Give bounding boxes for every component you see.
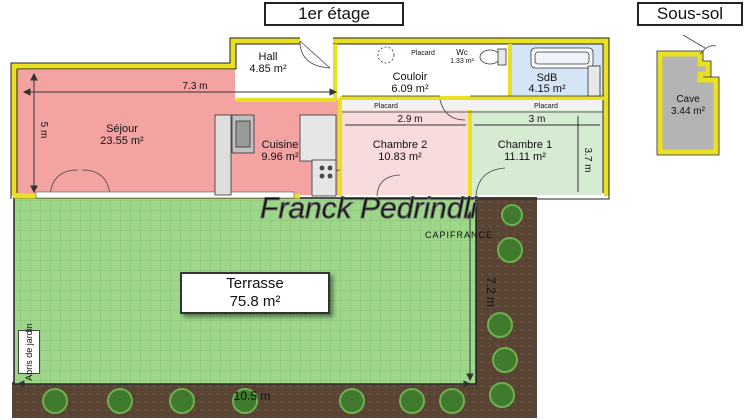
hedge-right bbox=[476, 197, 537, 418]
couloir-floor bbox=[337, 44, 509, 100]
dim-sejour-width: 7.3 m bbox=[182, 81, 207, 92]
terrasse-label-box: Terrasse 75.8 m² bbox=[180, 272, 330, 314]
hall-floor bbox=[235, 44, 335, 100]
chambre2-floor bbox=[342, 110, 469, 195]
chambre2-area: 10.83 m² bbox=[378, 151, 422, 163]
abris-label: Abris de jardin bbox=[24, 323, 34, 381]
wc-area: 1.33 m² bbox=[450, 58, 474, 65]
bay-window bbox=[35, 191, 295, 199]
first-floor-header: 1er étage bbox=[264, 2, 404, 26]
watermark-company: CAPIFRANCE bbox=[425, 230, 493, 240]
sdb-area: 4.15 m² bbox=[528, 83, 566, 95]
placard-couloir: Placard bbox=[411, 50, 435, 57]
sdb-label: SdB bbox=[537, 72, 558, 84]
couloir-label: Couloir bbox=[393, 71, 428, 83]
basement-header: Sous-sol bbox=[637, 2, 743, 26]
kitchen-fixtures bbox=[214, 114, 337, 197]
couloir-area: 6.09 m² bbox=[391, 83, 429, 95]
watermark-signature: Franck Pedrindli bbox=[260, 192, 478, 225]
cave-area: 3.44 m² bbox=[671, 106, 706, 117]
cuisine-area: 9.96 m² bbox=[261, 151, 299, 163]
chambre2-label: Chambre 2 bbox=[373, 139, 427, 151]
cave-label: Cave bbox=[676, 94, 700, 105]
terrasse-area: 75.8 m² bbox=[229, 293, 281, 310]
dim-chambre1-height: 3.7 m bbox=[582, 147, 593, 172]
dim-sejour-height: 5 m bbox=[38, 122, 49, 139]
dimension-lines bbox=[16, 72, 600, 388]
wc-label: Wc bbox=[456, 48, 468, 57]
hedge-bushes bbox=[42, 204, 523, 414]
interior-walls bbox=[236, 44, 604, 196]
abris-de-jardin: Abris de jardin bbox=[18, 323, 40, 381]
dim-chambre1-width: 3 m bbox=[529, 114, 546, 125]
dim-chambre2-width: 2.9 m bbox=[397, 114, 422, 125]
couloir-lower-floor bbox=[340, 98, 604, 112]
chambre1-label: Chambre 1 bbox=[498, 139, 552, 151]
cave-plan: Cave 3.44 m² bbox=[656, 34, 720, 156]
bathroom-fixtures bbox=[377, 46, 601, 97]
chambre1-area: 11.11 m² bbox=[504, 151, 546, 163]
placard-sdb: Placard bbox=[534, 103, 558, 110]
dim-terrasse-width: 10.5 m bbox=[234, 389, 271, 403]
dim-terrasse-height: 7.2 m bbox=[484, 277, 498, 307]
cuisine-label: Cuisine bbox=[262, 139, 299, 151]
hall-label: Hall bbox=[259, 51, 278, 63]
chambre1-floor bbox=[472, 110, 602, 195]
hall-area: 4.85 m² bbox=[249, 63, 287, 75]
sejour-area: 23.55 m² bbox=[100, 135, 144, 147]
sejour-label: Séjour bbox=[106, 123, 138, 135]
terrasse-label: Terrasse bbox=[226, 275, 284, 292]
placard-chambre2: Placard bbox=[374, 103, 398, 110]
